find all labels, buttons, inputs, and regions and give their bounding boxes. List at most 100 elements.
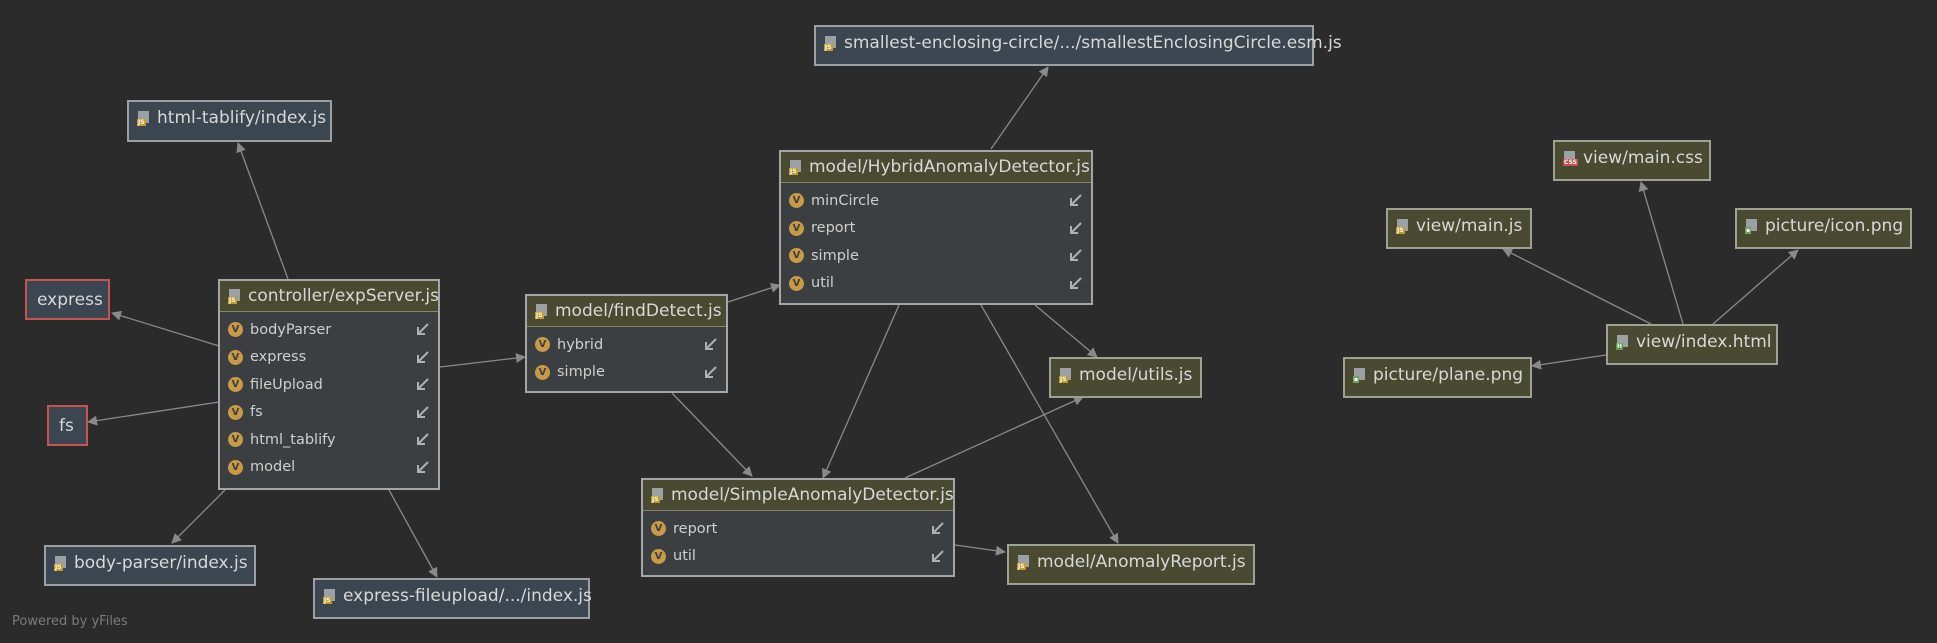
node-label: controller/expServer.js <box>248 286 440 306</box>
edge-expserver-bodyparser <box>171 489 226 544</box>
node-picture-icon-png[interactable]: ▪ picture/icon.png <box>1735 208 1912 249</box>
edge-hybrid-utils <box>1034 304 1098 358</box>
js-file-icon: JS <box>1059 367 1073 383</box>
variable-icon: V <box>651 548 666 564</box>
node-model-utils[interactable]: JS model/utils.js <box>1049 357 1202 398</box>
node-html-tablify[interactable]: JS html-tablify/index.js <box>127 100 332 142</box>
edge-expserver-finddetect <box>439 353 526 368</box>
node-anomaly-report[interactable]: JS model/AnomalyReport.js <box>1007 544 1255 585</box>
js-file-icon: JS <box>824 35 838 51</box>
node-label: body-parser/index.js <box>74 553 248 573</box>
node-label: model/findDetect.js <box>555 301 722 321</box>
node-smallest-enclosing-circle[interactable]: JS smallest-enclosing-circle/.../smalles… <box>814 25 1342 66</box>
variable-icon: V <box>789 220 804 236</box>
js-file-icon: JS <box>1396 218 1410 234</box>
variable-icon: V <box>535 364 550 380</box>
js-file-icon: JS <box>535 303 549 319</box>
import-arrow-icon <box>1070 249 1082 262</box>
node-label: smallest-enclosing-circle/.../smallestEn… <box>844 33 1342 53</box>
import-arrow-icon <box>705 338 717 351</box>
variable-icon: V <box>228 459 243 475</box>
js-file-icon: JS <box>789 159 803 175</box>
powered-by-footer: Powered by yFiles <box>12 614 128 629</box>
node-label: model/AnomalyReport.js <box>1037 552 1246 572</box>
variable-icon: V <box>228 404 243 420</box>
node-view-main-js[interactable]: JS view/main.js <box>1386 208 1532 249</box>
node-label: view/main.js <box>1416 216 1523 236</box>
js-file-icon: JS <box>1017 554 1031 570</box>
node-view-index-html[interactable]: H view/index.html <box>1606 324 1778 365</box>
image-file-icon: ▪ <box>1353 367 1367 383</box>
variable-icon: V <box>651 521 666 537</box>
node-fs[interactable]: fs <box>47 405 88 446</box>
edge-simple-utils <box>904 396 1084 479</box>
js-file-icon: JS <box>228 288 242 304</box>
variable-icon: V <box>228 349 243 365</box>
variable-icon: V <box>789 275 804 291</box>
node-express[interactable]: express <box>25 279 110 320</box>
import-arrow-icon <box>1070 277 1082 289</box>
edge-hybrid-smallest <box>990 66 1049 150</box>
node-label: view/index.html <box>1636 332 1772 352</box>
node-label: express-fileupload/.../index.js <box>343 586 592 606</box>
node-picture-plane-png[interactable]: ▪ picture/plane.png <box>1343 357 1532 398</box>
html-file-icon: H <box>1616 334 1630 350</box>
variable-icon: V <box>228 322 243 338</box>
node-label: picture/plane.png <box>1373 365 1524 385</box>
css-file-icon: CSS <box>1563 150 1578 166</box>
variable-icon: V <box>789 248 804 264</box>
edge-expserver-htmltablify <box>236 142 289 280</box>
variable-icon: V <box>228 432 243 448</box>
image-file-icon: ▪ <box>1745 218 1759 234</box>
edge-index-maincss <box>1638 181 1684 325</box>
js-file-icon: JS <box>323 588 337 604</box>
import-arrow-icon <box>932 550 944 562</box>
variable-icon: V <box>228 377 243 393</box>
edge-simple-report <box>954 544 1006 556</box>
import-arrow-icon <box>417 433 429 446</box>
node-label: picture/icon.png <box>1765 216 1904 236</box>
node-label: html-tablify/index.js <box>157 108 327 128</box>
node-label: view/main.css <box>1583 148 1703 168</box>
edge-expserver-express <box>111 310 220 347</box>
node-body-parser[interactable]: JS body-parser/index.js <box>44 545 256 586</box>
import-arrow-icon <box>932 522 944 535</box>
import-arrow-icon <box>417 323 429 336</box>
edge-index-planepng <box>1531 354 1607 370</box>
import-arrow-icon <box>1070 222 1082 234</box>
import-arrow-icon <box>417 406 429 418</box>
node-label: fs <box>59 415 74 436</box>
edge-index-mainjs <box>1502 248 1652 325</box>
edge-finddetect-hybrid <box>727 283 781 303</box>
variable-icon: V <box>789 193 804 209</box>
import-arrow-icon <box>417 351 429 363</box>
node-view-main-css[interactable]: CSS view/main.css <box>1553 140 1711 181</box>
node-express-fileupload[interactable]: JS express-fileupload/.../index.js <box>313 578 592 619</box>
edge-hybrid-report <box>980 304 1119 544</box>
node-label: model/HybridAnomalyDetector.js <box>809 157 1090 177</box>
variable-icon: V <box>535 337 550 353</box>
edge-index-iconpng <box>1712 249 1799 325</box>
edge-finddetect-simple <box>671 392 753 477</box>
node-label: express <box>37 289 103 310</box>
node-label: model/SimpleAnomalyDetector.js <box>671 485 954 505</box>
edge-expserver-fs <box>87 401 220 426</box>
